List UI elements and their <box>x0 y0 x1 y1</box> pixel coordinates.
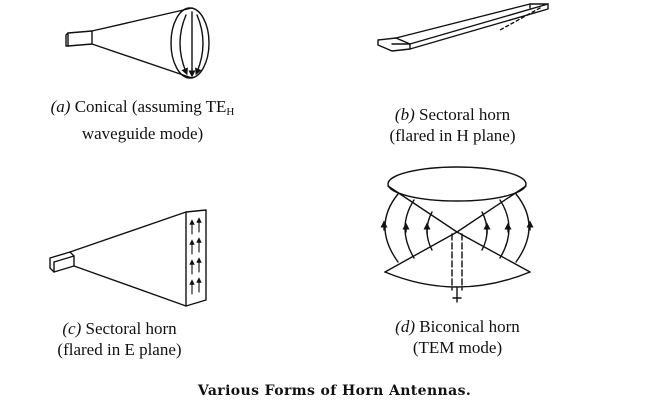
caption-biconical: (d) Biconical horn (TEM mode) <box>395 317 520 357</box>
e-horn-lower-flare <box>73 265 187 307</box>
conical-horn-drawing <box>65 7 210 79</box>
e-horn-feed-edge <box>53 255 75 273</box>
h-horn-aperture-field <box>499 7 541 31</box>
caption-e-plane-sectoral: (c) Sectoral horn (flared in E plane) <box>57 319 182 359</box>
conical-aperture <box>170 7 210 79</box>
biconical-horn-drawing <box>380 166 534 303</box>
h-horn-top-plate <box>395 3 549 45</box>
conical-field-line-left <box>179 14 188 76</box>
biconical-upper-disk <box>387 166 527 202</box>
h-horn-bottom-plate <box>409 3 549 50</box>
biconical-feed-coax <box>451 233 463 291</box>
conical-feed-waveguide-end <box>65 32 69 47</box>
conical-feed-waveguide <box>67 30 93 47</box>
caption-h-plane-sectoral: (b) Sectoral horn (flared in H plane) <box>389 105 516 145</box>
h-plane-sectoral-horn-drawing <box>377 3 549 52</box>
e-plane-sectoral-horn-drawing <box>49 209 207 307</box>
e-horn-field-arrows <box>189 217 202 295</box>
e-horn-upper-flare <box>69 211 187 253</box>
e-horn-aperture <box>185 209 207 307</box>
biconical-lower-disk-rim <box>384 271 531 288</box>
conical-field-line-right <box>195 14 204 76</box>
biconical-field-lines <box>380 193 534 263</box>
biconical-feed-probe <box>452 287 462 303</box>
conical-horn-upper-flare <box>91 7 193 32</box>
figure-title: Various Forms of Horn Antennas. <box>197 383 472 399</box>
caption-conical: (a) Conical (assuming TEH waveguide mode… <box>50 97 235 143</box>
conical-horn-lower-flare <box>91 43 193 79</box>
biconical-lower-cone <box>384 231 531 273</box>
